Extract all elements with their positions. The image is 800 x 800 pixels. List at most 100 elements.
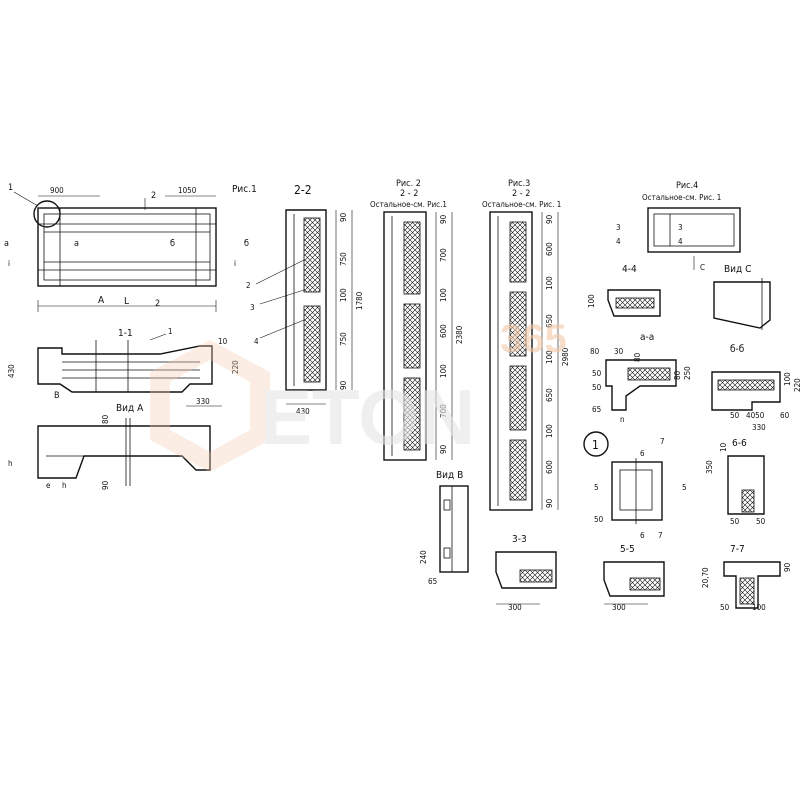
ris3-d1: 90 <box>545 214 554 224</box>
ris3-section-label: 2 - 2 <box>512 189 530 199</box>
sec11-dim-430: 430 <box>7 364 16 378</box>
ris3-total: 2980 <box>561 347 570 366</box>
ris2-insulation-3 <box>403 377 421 451</box>
plan-view-ris1: 1 900 2 1050 а а б б i i А L 2 Рис.1 <box>4 183 257 312</box>
saa-insulation <box>627 367 671 381</box>
mark-b-right: б <box>244 238 249 249</box>
node-mark-7b: 7 <box>658 531 663 540</box>
ris4-mark-3: 3 <box>616 223 621 232</box>
section-a-a: а-а 80 30 80 50 50 65 250 80 n <box>590 332 692 424</box>
mark-b-left: б <box>170 238 175 249</box>
ris2-insulation-1 <box>403 221 421 295</box>
s22-d750-bot: 750 <box>339 332 348 346</box>
node-mark-5: 5 <box>594 483 599 492</box>
vid-a-e: e <box>46 481 51 490</box>
watermark-hexagon <box>150 340 270 472</box>
saa-d65: 65 <box>592 405 601 414</box>
vid-a-dim-90: 90 <box>101 480 110 490</box>
view-b: Вид В 240 65 <box>419 470 469 586</box>
insulation-lower <box>303 305 321 383</box>
section-3-3: 3-3 300 <box>495 534 557 612</box>
s66-d350: 350 <box>705 460 714 474</box>
ris3-d2: 600 <box>545 242 554 256</box>
figure-title-ris2: Рис. 2 <box>396 179 421 189</box>
mark-i-right: i <box>234 259 236 268</box>
ris3-rest-note: Остальное-см. Рис. 1 <box>482 200 561 209</box>
sbb-d4050: 4050 <box>746 411 765 420</box>
s44-dim-100: 100 <box>587 294 596 308</box>
section-title-4-4: 4-4 <box>622 264 637 275</box>
section-title-6-6: 6-6 <box>732 438 747 449</box>
ris3-insulation-3 <box>509 365 527 431</box>
saa-d50: 50 <box>592 369 602 378</box>
sbb-d220: 220 <box>793 378 800 392</box>
s66-d50: 50 <box>730 517 740 526</box>
figure-ris3: Рис.3 2 - 2 Остальное-см. Рис. 1 90 600 … <box>482 179 570 511</box>
ris2-d1: 90 <box>439 214 448 224</box>
view-c: Вид С <box>713 264 771 330</box>
s22-d750-top: 750 <box>339 252 348 266</box>
node-mark-7: 7 <box>660 437 665 446</box>
ris3-d8: 600 <box>545 460 554 474</box>
ris2-d4: 600 <box>439 324 448 338</box>
s22-callout-3: 3 <box>250 303 255 312</box>
s66-insulation <box>741 489 755 513</box>
saa-d80b: 80 <box>633 352 642 362</box>
mark-a-right: а <box>74 239 79 249</box>
node-mark-5b: 5 <box>682 483 687 492</box>
section-title-2-2: 2-2 <box>294 183 312 197</box>
ris2-rest-note: Остальное-см. Рис.1 <box>370 200 447 209</box>
figure-ris4: Рис.4 Остальное-см. Рис. 1 3 4 3 4 С <box>616 181 741 272</box>
section-4-4: 4-4 100 <box>587 264 661 317</box>
figure-title-ris4: Рис.4 <box>676 181 698 191</box>
watermark-brand: ETON <box>260 373 475 461</box>
vid-a-h: h <box>8 459 13 468</box>
figure-title-ris1: Рис.1 <box>232 184 257 195</box>
section-5-5: 5-5 300 <box>603 544 665 612</box>
view-a: Вид А 80 90 h e h <box>8 403 211 490</box>
ris4-view-C: С <box>700 263 705 272</box>
ris2-d2: 700 <box>439 248 448 262</box>
ris2-insulation-2 <box>403 303 421 369</box>
sec11-dim-10: 10 <box>218 337 228 346</box>
ris4-rest-note: Остальное-см. Рис. 1 <box>642 193 721 202</box>
sbb-d50: 50 <box>730 411 740 420</box>
s77-d90: 90 <box>783 562 792 572</box>
section-7-7: 7-7 20,70 90 50 100 <box>701 544 792 612</box>
section-2-2: 2-2 90 750 100 750 90 1780 430 2 3 4 <box>246 183 364 416</box>
sbb-insulation <box>717 379 775 391</box>
s66-d10: 10 <box>719 442 728 452</box>
section-title-7-7: 7-7 <box>730 544 745 555</box>
section-mark-2-bottom: 2 <box>155 299 160 309</box>
dim-1050: 1050 <box>178 186 197 195</box>
ris4-mark-4: 4 <box>616 237 621 246</box>
ris2-d5: 100 <box>439 364 448 378</box>
view-title-vid-a: Вид А <box>116 403 144 414</box>
s22-width-430: 430 <box>296 407 310 416</box>
ris3-d9: 90 <box>545 498 554 508</box>
ris2-d6: 700 <box>439 404 448 418</box>
figure-title-ris3: Рис.3 <box>508 179 530 189</box>
node-1-detail: 1 6 7 5 5 6 7 50 <box>583 431 687 540</box>
ris3-insulation-4 <box>509 439 527 501</box>
s22-callout-4: 4 <box>254 337 259 346</box>
s22-d90-top: 90 <box>339 212 348 222</box>
section-title-b-b: б-б <box>730 343 745 355</box>
saa-d30: 30 <box>614 347 624 356</box>
s55-d300: 300 <box>612 603 626 612</box>
s22-total-1780: 1780 <box>355 291 364 310</box>
ris3-d3: 100 <box>545 276 554 290</box>
figure-ris2: Рис. 2 2 - 2 Остальное-см. Рис.1 90 700 … <box>370 179 464 461</box>
section-1-1: 1-1 1 430 10 220 330 В <box>7 327 240 407</box>
saa-d50b: 50 <box>592 383 602 392</box>
ris3-d5: 100 <box>545 350 554 364</box>
s44-insulation <box>615 297 655 309</box>
ris3-insulation-2 <box>509 291 527 357</box>
mark-a-left: а <box>4 239 9 249</box>
vid-a-h2: h <box>62 481 67 490</box>
section-title-1-1: 1-1 <box>118 328 133 339</box>
vid-b-d240: 240 <box>419 550 428 564</box>
ris2-total: 2380 <box>455 325 464 344</box>
node-mark-6: 6 <box>640 449 645 458</box>
